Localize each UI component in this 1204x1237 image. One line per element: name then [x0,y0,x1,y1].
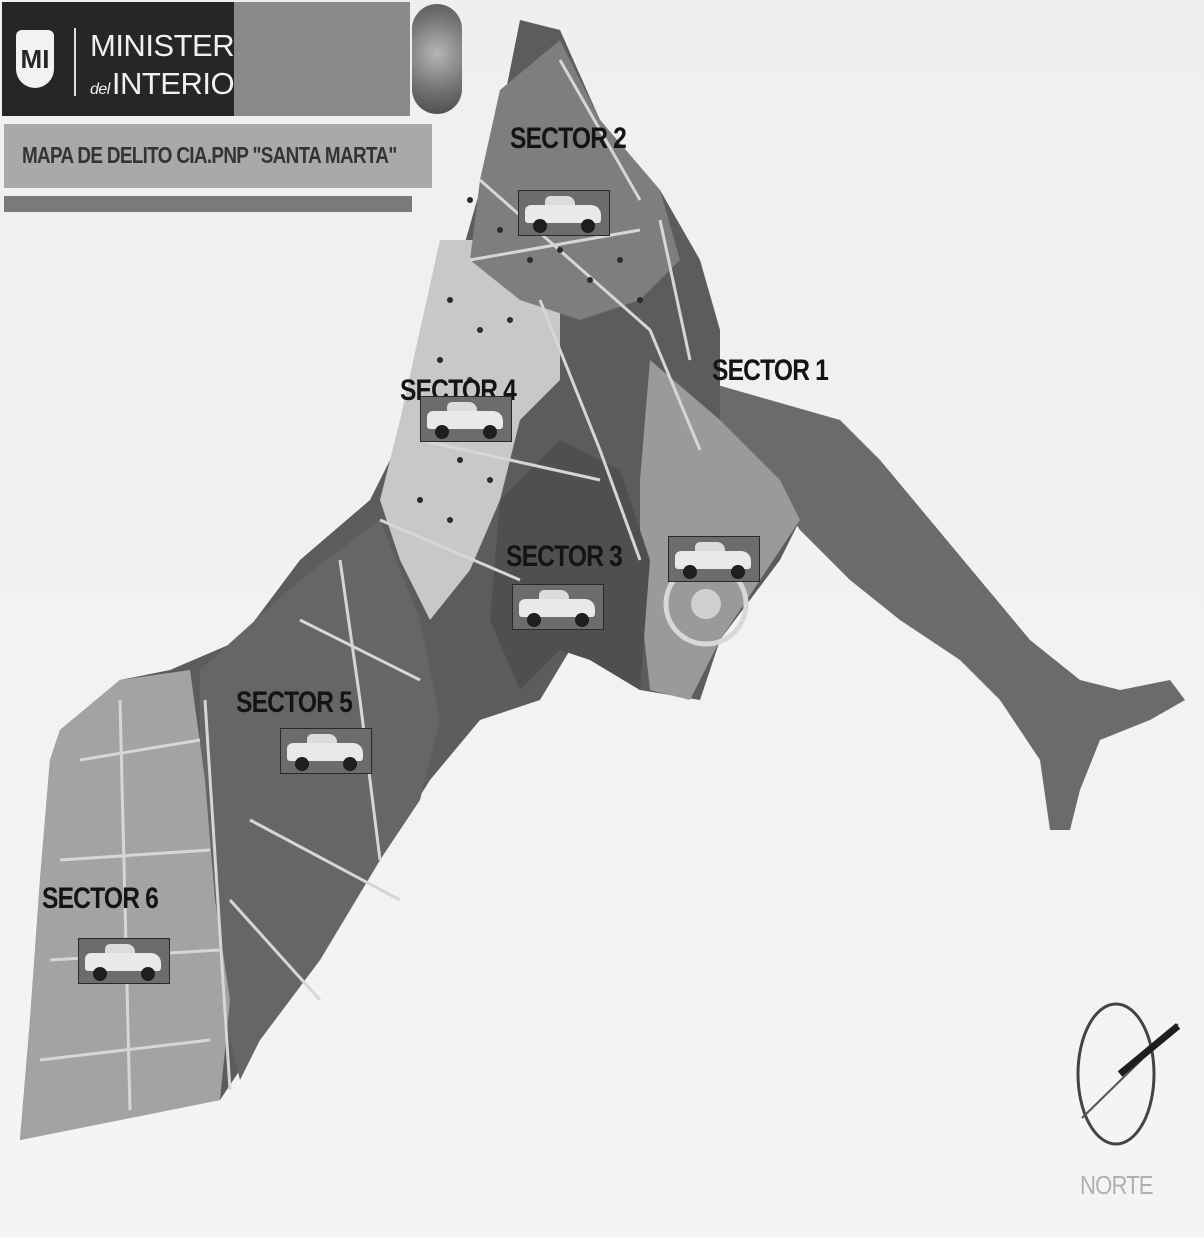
ministry-prefix: del [90,81,110,98]
sector-3-label: SECTOR 3 [506,540,623,573]
logo-divider [74,28,76,96]
title-rule [4,196,412,212]
sector-1-river [700,380,1185,830]
ministry-logo: MI MINISTERIO delINTERIOR [2,2,266,116]
patrol-truck-icon [280,728,372,774]
compass-label: NORTE [1080,1170,1154,1200]
sector-1-label: SECTOR 1 [712,354,829,387]
street-network [39,59,702,1111]
header-band [234,2,410,116]
patrol-truck-icon [420,396,512,442]
plaza-inner [691,589,721,619]
map-title-bar: MAPA DE DELITO CIA.PNP "SANTA MARTA" [4,124,432,188]
patrol-truck-icon [518,190,610,236]
compass-icon [1076,1002,1181,1146]
sector-5-area [200,520,440,1080]
police-crest-icon [412,4,462,114]
sector-5-label: SECTOR 5 [236,686,353,719]
map-title: MAPA DE DELITO CIA.PNP "SANTA MARTA" [22,142,397,168]
patrol-truck-icon [668,536,760,582]
sector-2-label: SECTOR 2 [510,122,627,155]
ministry-line2-text: INTERIOR [111,66,257,101]
mi-badge-icon: MI [16,30,54,88]
sector-6-label: SECTOR 6 [42,882,159,915]
ministry-line2: delINTERIOR [90,66,256,102]
patrol-truck-icon [512,584,604,630]
sector-1-area [640,360,800,700]
patrol-truck-icon [78,938,170,984]
sector-2-area [470,40,680,320]
